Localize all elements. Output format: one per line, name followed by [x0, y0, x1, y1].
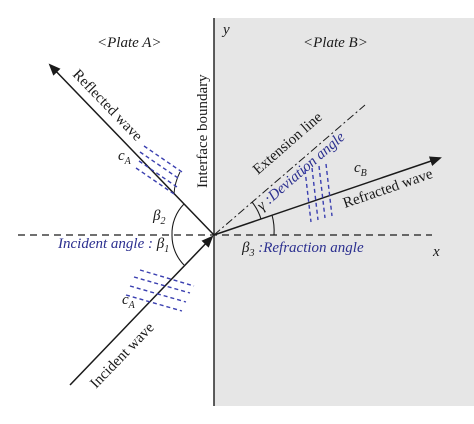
plate-b-region — [214, 18, 474, 406]
x-axis-label: x — [432, 244, 440, 260]
c-a-bottom-label: cA — [122, 292, 136, 311]
beta3-arc — [271, 214, 275, 236]
beta1-arc — [171, 234, 185, 266]
wavefronts-reflected — [135, 145, 183, 195]
y-axis-label: y — [221, 22, 230, 38]
reflected-wave-arrow — [48, 63, 215, 236]
beta2-arc — [173, 171, 181, 195]
interface-boundary-label: Interface boundary — [195, 74, 211, 188]
incident-angle-label: Incident angle : β1 — [57, 236, 169, 255]
c-a-top-label: cA — [118, 148, 132, 167]
c-b-label: cB — [354, 160, 367, 179]
refraction-angle-label: β3 :Refraction angle — [241, 240, 364, 259]
reflected-wave-label: Reflected wave — [69, 67, 145, 145]
beta2-label: β2 — [152, 208, 165, 227]
extension-line — [213, 104, 366, 236]
incident-wave-arrow — [69, 235, 214, 386]
gamma-arc — [251, 201, 262, 220]
plate-b-label: <Plate B> — [303, 35, 368, 51]
plate-a-label: <Plate A> — [97, 35, 162, 51]
wavefronts-refracted — [304, 163, 333, 223]
beta2-arc-main — [171, 203, 185, 236]
wavefronts-incident — [125, 269, 195, 312]
refracted-wave-arrow — [213, 156, 442, 236]
